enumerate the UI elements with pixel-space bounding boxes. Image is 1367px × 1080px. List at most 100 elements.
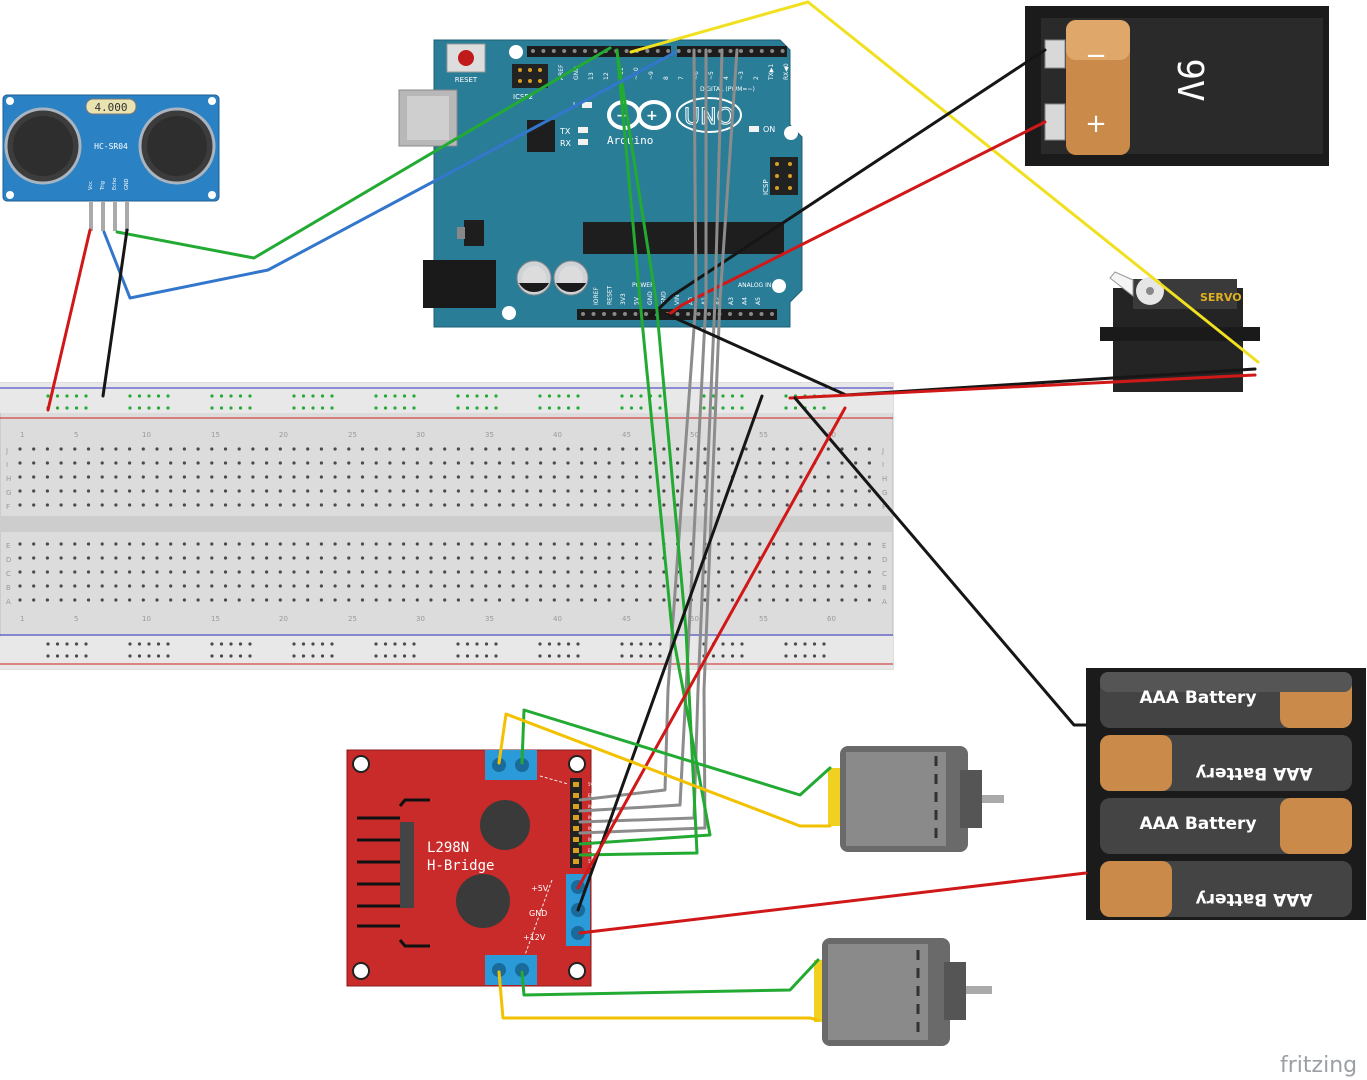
col-number: 10 <box>142 431 151 439</box>
breadboard: 1 5 10 15 20 25 30 35 40 45 50 55 60 1 5… <box>0 382 894 670</box>
reset-label: RESET <box>455 76 478 84</box>
pin-label: TX▶1 <box>768 64 775 81</box>
pin-label: 12 <box>603 72 610 80</box>
row-letter: H <box>6 475 11 483</box>
col-number: 40 <box>553 615 562 623</box>
col-number: 40 <box>553 431 562 439</box>
pin-label: IOREF <box>593 287 600 305</box>
icsp2-header <box>512 64 548 88</box>
sensor-model: HC-SR04 <box>94 142 128 151</box>
hbridge-5v-label: +5V <box>531 884 549 893</box>
hbridge-pin-label: 5V <box>588 859 594 864</box>
wire-gray-3 <box>578 48 724 824</box>
row-letter: D <box>882 556 887 564</box>
pin-label: AREF <box>558 64 565 80</box>
col-number: 35 <box>485 615 494 623</box>
crystal-label: 4.000 <box>94 101 127 114</box>
pin-label: 7 <box>678 76 685 80</box>
row-letter: D <box>6 556 11 564</box>
col-number: 45 <box>622 615 631 623</box>
col-number: 25 <box>348 615 357 623</box>
dc-motor-2 <box>814 938 992 1046</box>
pin-label: A2 <box>715 297 722 305</box>
wire-black-rail-hbridge <box>576 394 764 912</box>
aaa-battery-pack: AAA Battery AAA Battery AAA Battery AAA … <box>1086 668 1366 920</box>
svg-text:+: + <box>646 108 658 124</box>
aaa-cell-1: AAA Battery <box>1100 672 1352 728</box>
aaa-label: AAA Battery <box>1139 688 1256 708</box>
pin-label: 2 <box>753 76 760 80</box>
row-letter: G <box>882 489 887 497</box>
pin-label: GND <box>647 291 654 305</box>
hbridge-pin-label: 5V <box>588 782 594 787</box>
hbridge-pin-label: IN3 <box>588 826 595 831</box>
row-letter: F <box>6 503 10 511</box>
pin-label: RESET <box>607 285 614 305</box>
hbridge-pin-label: ENB <box>588 848 597 853</box>
battery-9v: − + 9V <box>1025 6 1329 166</box>
row-letter: B <box>882 584 887 592</box>
pin-label: ~3 <box>738 71 745 80</box>
pin-label: 4 <box>723 76 730 80</box>
col-number: 25 <box>348 431 357 439</box>
wire-green-motor2-a <box>520 958 820 997</box>
aaa-cell-3: AAA Battery <box>1100 798 1352 854</box>
wire-blue-echo <box>102 50 678 300</box>
sensor-pin-label: GND <box>124 178 130 190</box>
pin-label: A3 <box>728 297 735 305</box>
icsp-header <box>770 157 798 195</box>
wire-gray-4 <box>578 48 739 835</box>
sensor-pin-label: Vcc <box>88 181 94 190</box>
wire-green-trig <box>115 46 612 260</box>
row-letter: I <box>882 461 884 469</box>
pin-label: GND <box>661 291 668 305</box>
servo: SERVO <box>1100 271 1260 392</box>
col-number: 55 <box>759 431 768 439</box>
hbridge-pin-label: ENA <box>588 793 597 798</box>
col-number: 5 <box>74 431 78 439</box>
wires <box>46 0 1260 1022</box>
hbridge-title: L298N <box>427 840 469 856</box>
dc-motor-1 <box>828 746 1004 852</box>
pin-label: 3V3 <box>620 293 627 305</box>
pin-label: A4 <box>742 297 749 305</box>
wire-black-rail-aaa <box>793 396 1088 727</box>
hbridge-gnd-label: GND <box>529 909 547 918</box>
wire-green-motor1-a <box>520 708 832 797</box>
col-number: 60 <box>827 615 836 623</box>
analog-label: ANALOG IN <box>738 282 771 289</box>
col-number: 1 <box>20 615 24 623</box>
pin-label: ~5 <box>708 71 715 80</box>
wire-green-enable-2 <box>578 50 699 857</box>
sensor-pin-label: Echo <box>112 178 118 190</box>
rx-label: RX <box>560 139 572 148</box>
wire-red-servo-vcc <box>788 373 1257 400</box>
row-letter: B <box>6 584 11 592</box>
icsp-label: ICSP <box>762 179 770 195</box>
wire-yellow-motor2-b <box>497 970 820 1022</box>
breadboard-holes <box>18 394 872 658</box>
row-letter: A <box>882 598 887 606</box>
col-number: 50 <box>690 615 699 623</box>
pin-label: 13 <box>588 72 595 80</box>
battery9v-minus: − <box>1085 41 1107 71</box>
pin-label: ~9 <box>648 71 655 80</box>
battery9v-label: 9V <box>1169 58 1210 101</box>
sensor-pin-label: Trig <box>100 181 106 191</box>
wire-gray-1 <box>578 48 698 802</box>
row-letter: C <box>6 570 11 578</box>
row-letter: E <box>6 542 10 550</box>
hbridge-12v-label: +12V <box>523 933 546 942</box>
tx-label: TX <box>559 127 571 136</box>
pin-label: A5 <box>755 297 762 305</box>
model-label: UNO <box>684 105 734 130</box>
aaa-label: AAA Battery <box>1195 889 1312 909</box>
row-letter: G <box>6 489 11 497</box>
pin-label: 8 <box>663 76 670 80</box>
col-number: 15 <box>211 615 220 623</box>
col-number: 20 <box>279 431 288 439</box>
wire-gray-2 <box>578 48 708 813</box>
row-letter: F <box>882 503 886 511</box>
pin-label: 5V <box>634 296 641 305</box>
hbridge-pin-label: IN2 <box>588 815 595 820</box>
